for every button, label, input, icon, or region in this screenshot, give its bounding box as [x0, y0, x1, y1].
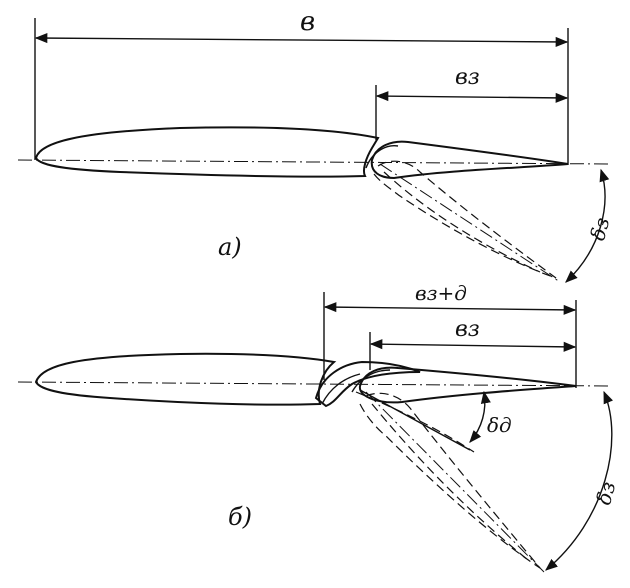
wing-profile-b [34, 352, 337, 406]
vane-angle-arc-b [469, 390, 491, 443]
flap-angle-label-b: δз [591, 479, 620, 507]
chord-label: в [300, 7, 315, 37]
flap-chord-label: вз [455, 65, 480, 90]
vane-b [314, 360, 421, 408]
chord-axis-b [17, 381, 613, 387]
flap-deflected-mid-a [383, 171, 541, 273]
slot-lip-b [321, 373, 361, 405]
flap-angle-arc-a [565, 168, 610, 283]
caption-b: б) [228, 503, 252, 531]
flap-slot-dimension-line [323, 302, 577, 315]
flap-chord-dimension-line [375, 91, 569, 103]
flap-chord-dimension-line-b [369, 339, 577, 352]
flap-deflected-axis-b [365, 391, 545, 573]
diagram-b: вз+д вз δд δз б) [17, 281, 620, 573]
flap-deflected-axis-a [379, 163, 561, 283]
vane-deflected-b [355, 391, 475, 453]
flap-slot-label: вз+д [415, 281, 467, 305]
flap-deflected-upper-b [365, 392, 541, 569]
slot-lip-inner-b [351, 369, 391, 393]
wing-profile-a [34, 126, 380, 178]
vane-axis-b [359, 389, 471, 451]
flap-retracted-b [358, 366, 577, 404]
chord-dimension-line [34, 33, 569, 47]
flap-chord-label-b: вз [455, 317, 480, 342]
flap-retracted-a [370, 140, 569, 180]
diagram-a: в вз δз а) [17, 7, 614, 283]
flap-angle-label-a: δз [585, 215, 614, 243]
flap-deflected-lower-a [373, 173, 557, 279]
flap-angle-arc-b [545, 390, 614, 571]
vane-angle-label-b: δд [487, 413, 512, 437]
caption-a: а) [218, 233, 242, 261]
flap-deflected-upper-a [377, 160, 557, 279]
flap-deflected-mid-b [371, 403, 529, 561]
slot-lip-a [365, 145, 399, 169]
flap-deflected-lower-b [359, 403, 541, 569]
chord-axis-a [17, 159, 613, 165]
